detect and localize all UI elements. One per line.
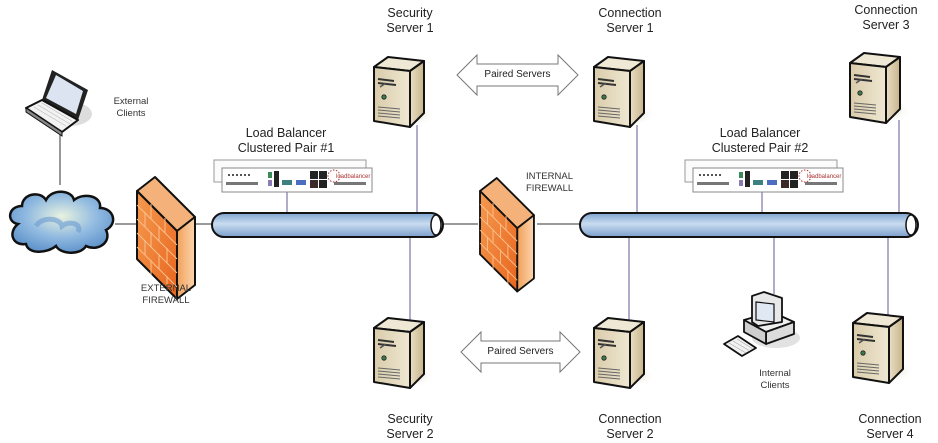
security-server-2-label-line2: Server 2 (386, 427, 434, 441)
connection-server-2-label: Connection Server 2 (590, 412, 670, 442)
internal-firewall-label-line2: FIREWALL (526, 183, 574, 194)
external-clients-label-line2: Clients (116, 108, 146, 119)
external-clients-label: External Clients (106, 96, 156, 120)
laptop-icon (25, 70, 92, 137)
connection-server-1-label-line1: Connection (598, 6, 662, 20)
internal-firewall-label-line1: INTERNAL (526, 171, 573, 182)
paired-servers-label-top: Paired Servers (484, 69, 551, 80)
load-balancer-1-icon (213, 159, 373, 193)
connection-server-2-icon (593, 317, 657, 389)
network-bus-internal (579, 212, 919, 238)
internal-clients-label: Internal Clients (750, 368, 800, 392)
security-server-2-label-line1: Security (387, 412, 433, 426)
paired-servers-arrow-top (456, 53, 579, 97)
connection-server-4-icon (852, 312, 916, 384)
connection-server-4-label-line2: Server 4 (866, 427, 914, 441)
paired-servers-arrow-bottom (460, 330, 581, 374)
security-server-2-icon (373, 317, 437, 389)
load-balancer-2-label-line2: Clustered Pair #2 (711, 141, 809, 155)
internet-cloud-icon (9, 190, 115, 254)
security-server-1-label-line1: Security (387, 6, 433, 20)
security-server-1-label-line2: Server 1 (386, 21, 434, 35)
connection-server-3-label: Connection Server 3 (846, 3, 926, 33)
network-bus-dmz (211, 212, 444, 238)
load-balancer-1-label-line1: Load Balancer (245, 126, 327, 140)
load-balancer-1-label: Load Balancer Clustered Pair #1 (226, 126, 346, 156)
connection-server-3-icon (849, 52, 913, 124)
external-firewall-label-line2: FIREWALL (142, 295, 190, 306)
connection-server-1-label-line2: Server 1 (606, 21, 654, 35)
connection-server-2-label-line1: Connection (598, 412, 662, 426)
load-balancer-1-label-line2: Clustered Pair #1 (237, 141, 335, 155)
connection-server-3-label-line2: Server 3 (862, 18, 910, 32)
load-balancer-2-label-line1: Load Balancer (719, 126, 801, 140)
internal-firewall-label: INTERNAL FIREWALL (526, 171, 596, 195)
connection-server-3-label-line1: Connection (854, 3, 918, 17)
security-server-1-icon (373, 56, 437, 128)
internal-clients-label-line1: Internal (759, 368, 791, 379)
connection-server-2-label-line2: Server 2 (606, 427, 654, 441)
load-balancer-2-label: Load Balancer Clustered Pair #2 (700, 126, 820, 156)
external-firewall-label: EXTERNAL FIREWALL (126, 283, 206, 307)
load-balancer-2-icon (684, 159, 844, 193)
external-clients-label-line1: External (113, 96, 149, 107)
connection-server-1-icon (593, 56, 657, 128)
desktop-computer-icon (723, 291, 800, 357)
external-firewall-label-line1: EXTERNAL (140, 283, 192, 294)
security-server-1-label: Security Server 1 (370, 6, 450, 36)
connection-server-1-label: Connection Server 1 (590, 6, 670, 36)
paired-servers-label-bottom: Paired Servers (487, 346, 554, 357)
internal-clients-label-line2: Clients (760, 380, 790, 391)
server-links (286, 120, 900, 325)
link-lines (59, 132, 580, 225)
connection-server-4-label-line1: Connection (858, 412, 922, 426)
security-server-2-label: Security Server 2 (370, 412, 450, 442)
internal-firewall-icon (479, 177, 535, 293)
connection-server-4-label: Connection Server 4 (850, 412, 930, 442)
external-firewall-icon (136, 176, 196, 300)
